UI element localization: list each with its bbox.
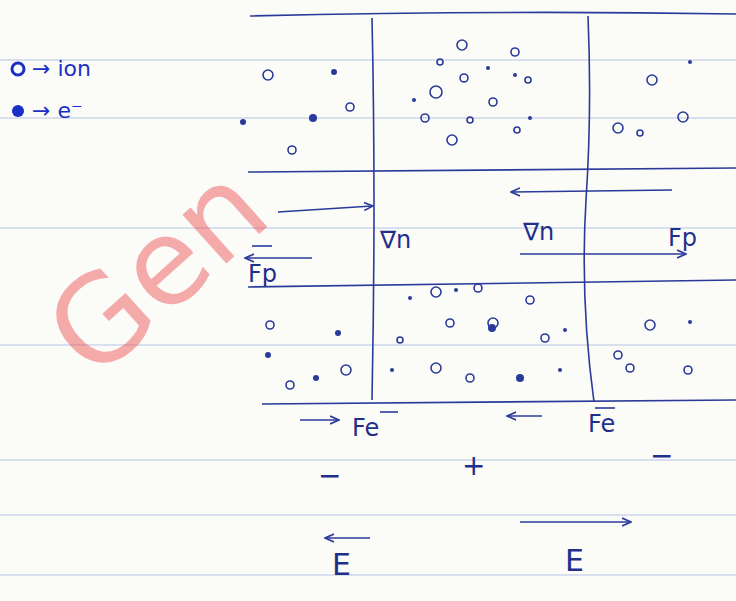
electrons	[240, 60, 692, 382]
legend-ion: → ion	[32, 58, 91, 80]
ion-sample	[12, 63, 24, 75]
vector-arrows	[246, 190, 685, 538]
field-label: E	[332, 550, 351, 580]
gradient-label: ∇n	[380, 228, 411, 252]
field-label: E	[565, 546, 584, 576]
legend-electron: → e⁻	[32, 100, 83, 122]
force-label: Fp	[668, 226, 697, 250]
region-lines	[248, 12, 736, 404]
gradient-label: ∇n	[523, 220, 554, 244]
charge-sign: +	[462, 452, 485, 480]
ruled-lines	[0, 60, 736, 575]
charge-sign: −	[650, 442, 673, 470]
force-label: Fe	[352, 416, 379, 440]
legend-samples	[12, 63, 24, 117]
force-label: Fe	[588, 412, 615, 436]
electron-sample	[12, 105, 24, 117]
ions	[263, 40, 692, 389]
force-label: Fp	[248, 262, 277, 286]
charge-sign: −	[318, 462, 341, 490]
